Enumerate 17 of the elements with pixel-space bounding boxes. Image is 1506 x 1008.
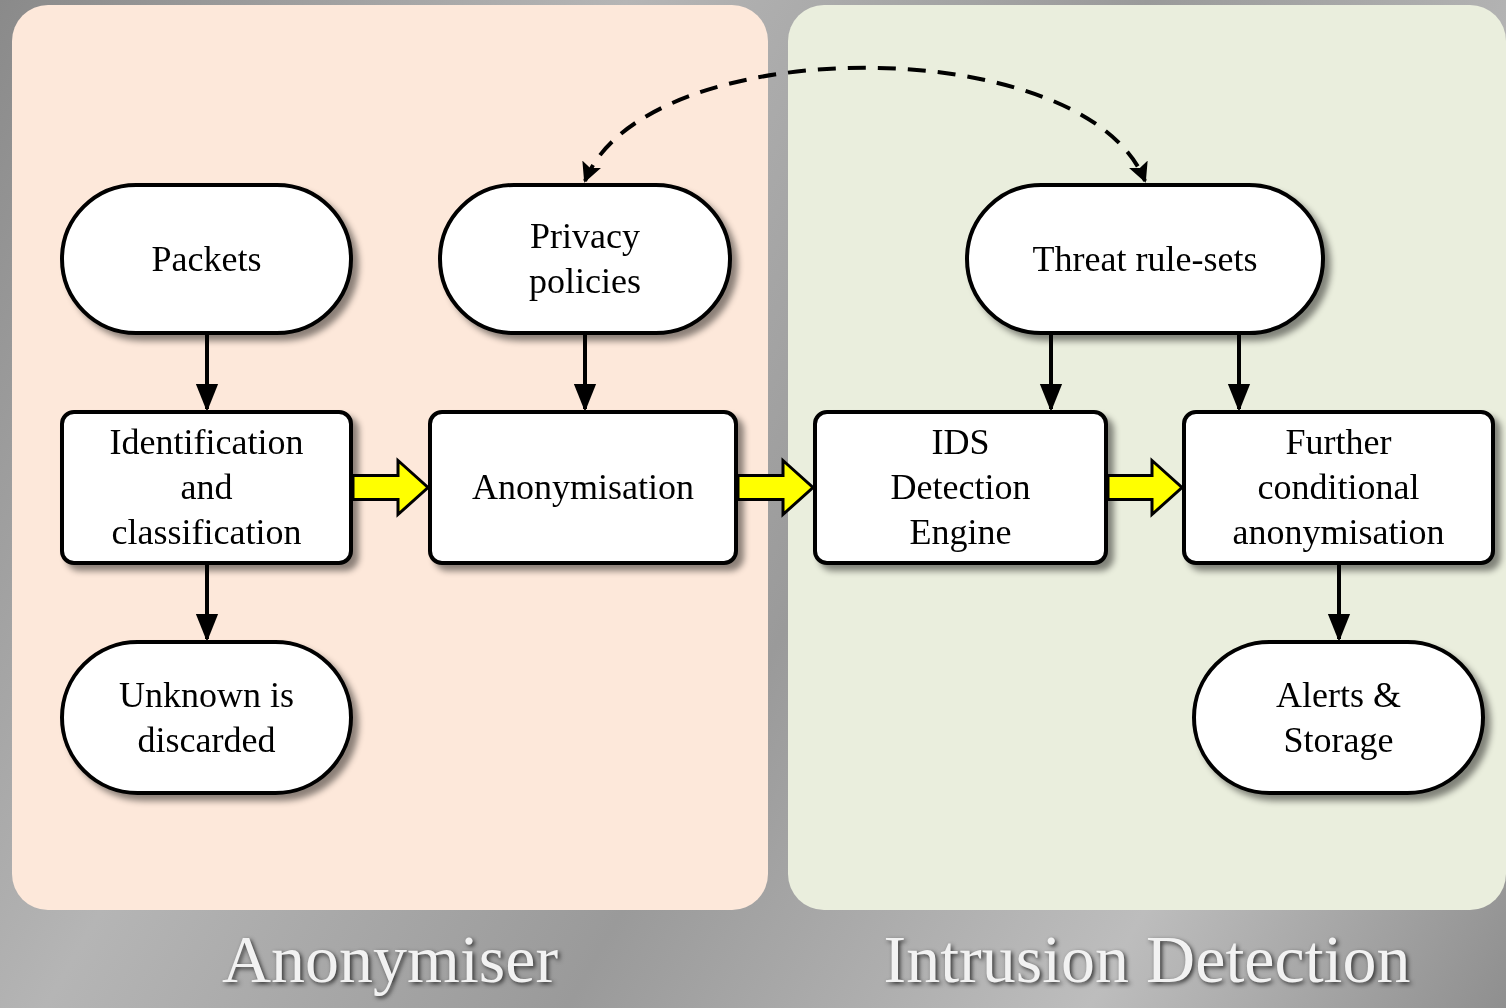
- arrow: [1327, 565, 1351, 642]
- dashed-arrow: [583, 65, 1147, 183]
- process-box: IDS Detection Engine: [813, 410, 1108, 565]
- arrow: [195, 565, 219, 642]
- block-arrow: [1106, 457, 1185, 518]
- arrow: [195, 335, 219, 412]
- terminal-pill: Privacy policies: [438, 183, 732, 335]
- process-box: Further conditional anonymisation: [1182, 410, 1495, 565]
- arrow: [573, 335, 597, 412]
- process-box: Identification and classification: [60, 410, 353, 565]
- process-box: Anonymisation: [428, 410, 738, 565]
- block-arrow: [351, 457, 431, 518]
- block-arrow: [736, 457, 816, 518]
- arrow: [1039, 335, 1063, 412]
- terminal-pill: Threat rule-sets: [965, 183, 1325, 335]
- panel-heading: Intrusion Detection: [882, 925, 1412, 993]
- arrow: [1227, 335, 1251, 412]
